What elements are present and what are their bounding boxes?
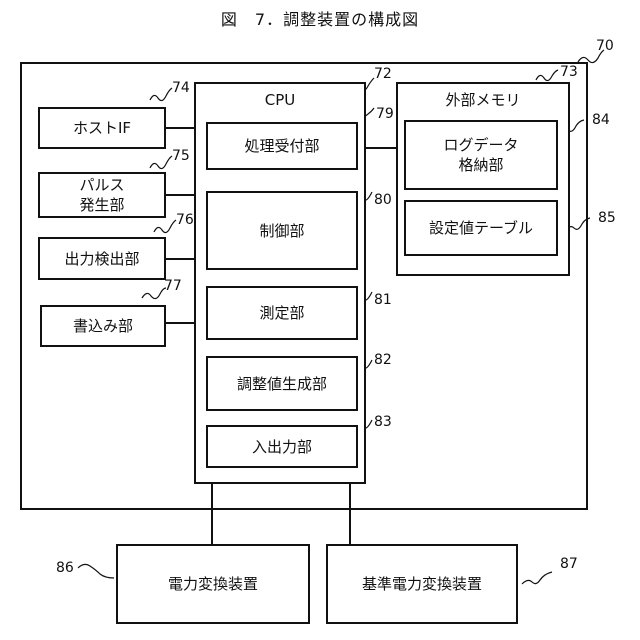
ref-73: 73 xyxy=(560,64,578,80)
leader-86 xyxy=(78,564,114,578)
ref-77: 77 xyxy=(164,278,182,294)
pulse-generator-box: パルス 発生部 xyxy=(38,172,166,218)
ref-80: 80 xyxy=(374,192,392,208)
ref-75: 75 xyxy=(172,148,190,164)
setting-value-table-box: 設定値テーブル xyxy=(404,200,558,256)
writer-box: 書込み部 xyxy=(40,305,166,347)
ref-83: 83 xyxy=(374,414,392,430)
adjustment-value-generator-box: 調整値生成部 xyxy=(206,356,358,411)
control-box: 制御部 xyxy=(206,191,358,270)
ref-70: 70 xyxy=(596,38,614,54)
cpu-label: CPU xyxy=(194,90,366,110)
external-memory-label: 外部メモリ xyxy=(396,90,570,110)
ref-84: 84 xyxy=(592,112,610,128)
measurement-box: 測定部 xyxy=(206,286,358,340)
ref-85: 85 xyxy=(598,210,616,226)
ref-86: 86 xyxy=(56,560,74,576)
power-converter-box: 電力変換装置 xyxy=(116,544,310,624)
reference-power-converter-box: 基準電力変換装置 xyxy=(326,544,518,624)
log-data-storage-box: ログデータ 格納部 xyxy=(404,120,558,190)
processing-reception-box: 処理受付部 xyxy=(206,122,358,170)
ref-79: 79 xyxy=(376,106,394,122)
ref-87: 87 xyxy=(560,556,578,572)
io-box: 入出力部 xyxy=(206,425,358,468)
output-detector-box: 出力検出部 xyxy=(38,237,166,280)
ref-76: 76 xyxy=(176,212,194,228)
ref-72: 72 xyxy=(374,66,392,82)
leader-87 xyxy=(522,572,552,584)
host-if-box: ホストIF xyxy=(38,107,166,149)
ref-74: 74 xyxy=(172,80,190,96)
ref-81: 81 xyxy=(374,292,392,308)
ref-82: 82 xyxy=(374,352,392,368)
